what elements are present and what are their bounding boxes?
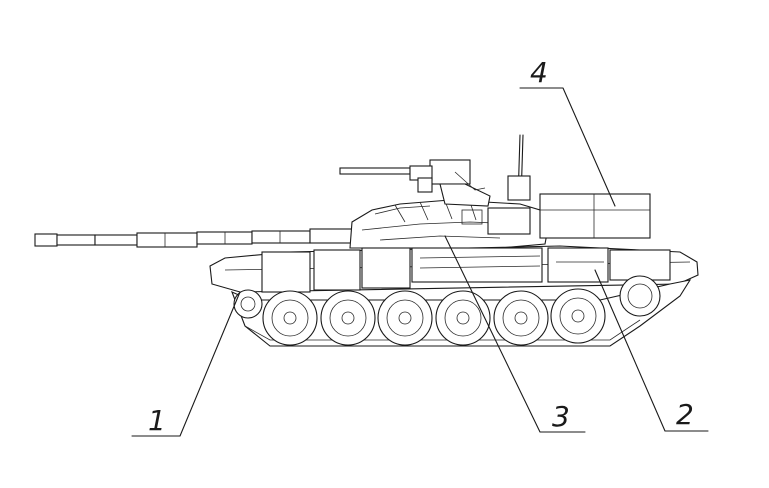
road-wheel xyxy=(435,290,491,346)
gun-barrel xyxy=(34,228,356,248)
leader-line-2 xyxy=(594,269,709,432)
leader-line-1 xyxy=(131,291,241,437)
leader-line-4 xyxy=(519,87,616,207)
callout-labels: 1 2 3 4 xyxy=(148,56,694,437)
road-wheel xyxy=(320,290,376,346)
road-wheel xyxy=(493,290,549,346)
drive-sprocket xyxy=(619,275,661,317)
leader-lines xyxy=(131,87,709,437)
callout-1: 1 xyxy=(148,404,166,437)
hull xyxy=(209,245,699,293)
road-wheel xyxy=(262,290,318,346)
turret xyxy=(339,134,651,249)
leader-line-3 xyxy=(444,235,586,433)
callout-3: 3 xyxy=(552,400,570,433)
callout-2: 2 xyxy=(676,398,694,431)
road-wheel xyxy=(550,288,606,344)
callout-4: 4 xyxy=(530,56,548,89)
road-wheels xyxy=(233,275,661,346)
idler-wheel xyxy=(233,289,263,319)
road-wheel xyxy=(377,290,433,346)
